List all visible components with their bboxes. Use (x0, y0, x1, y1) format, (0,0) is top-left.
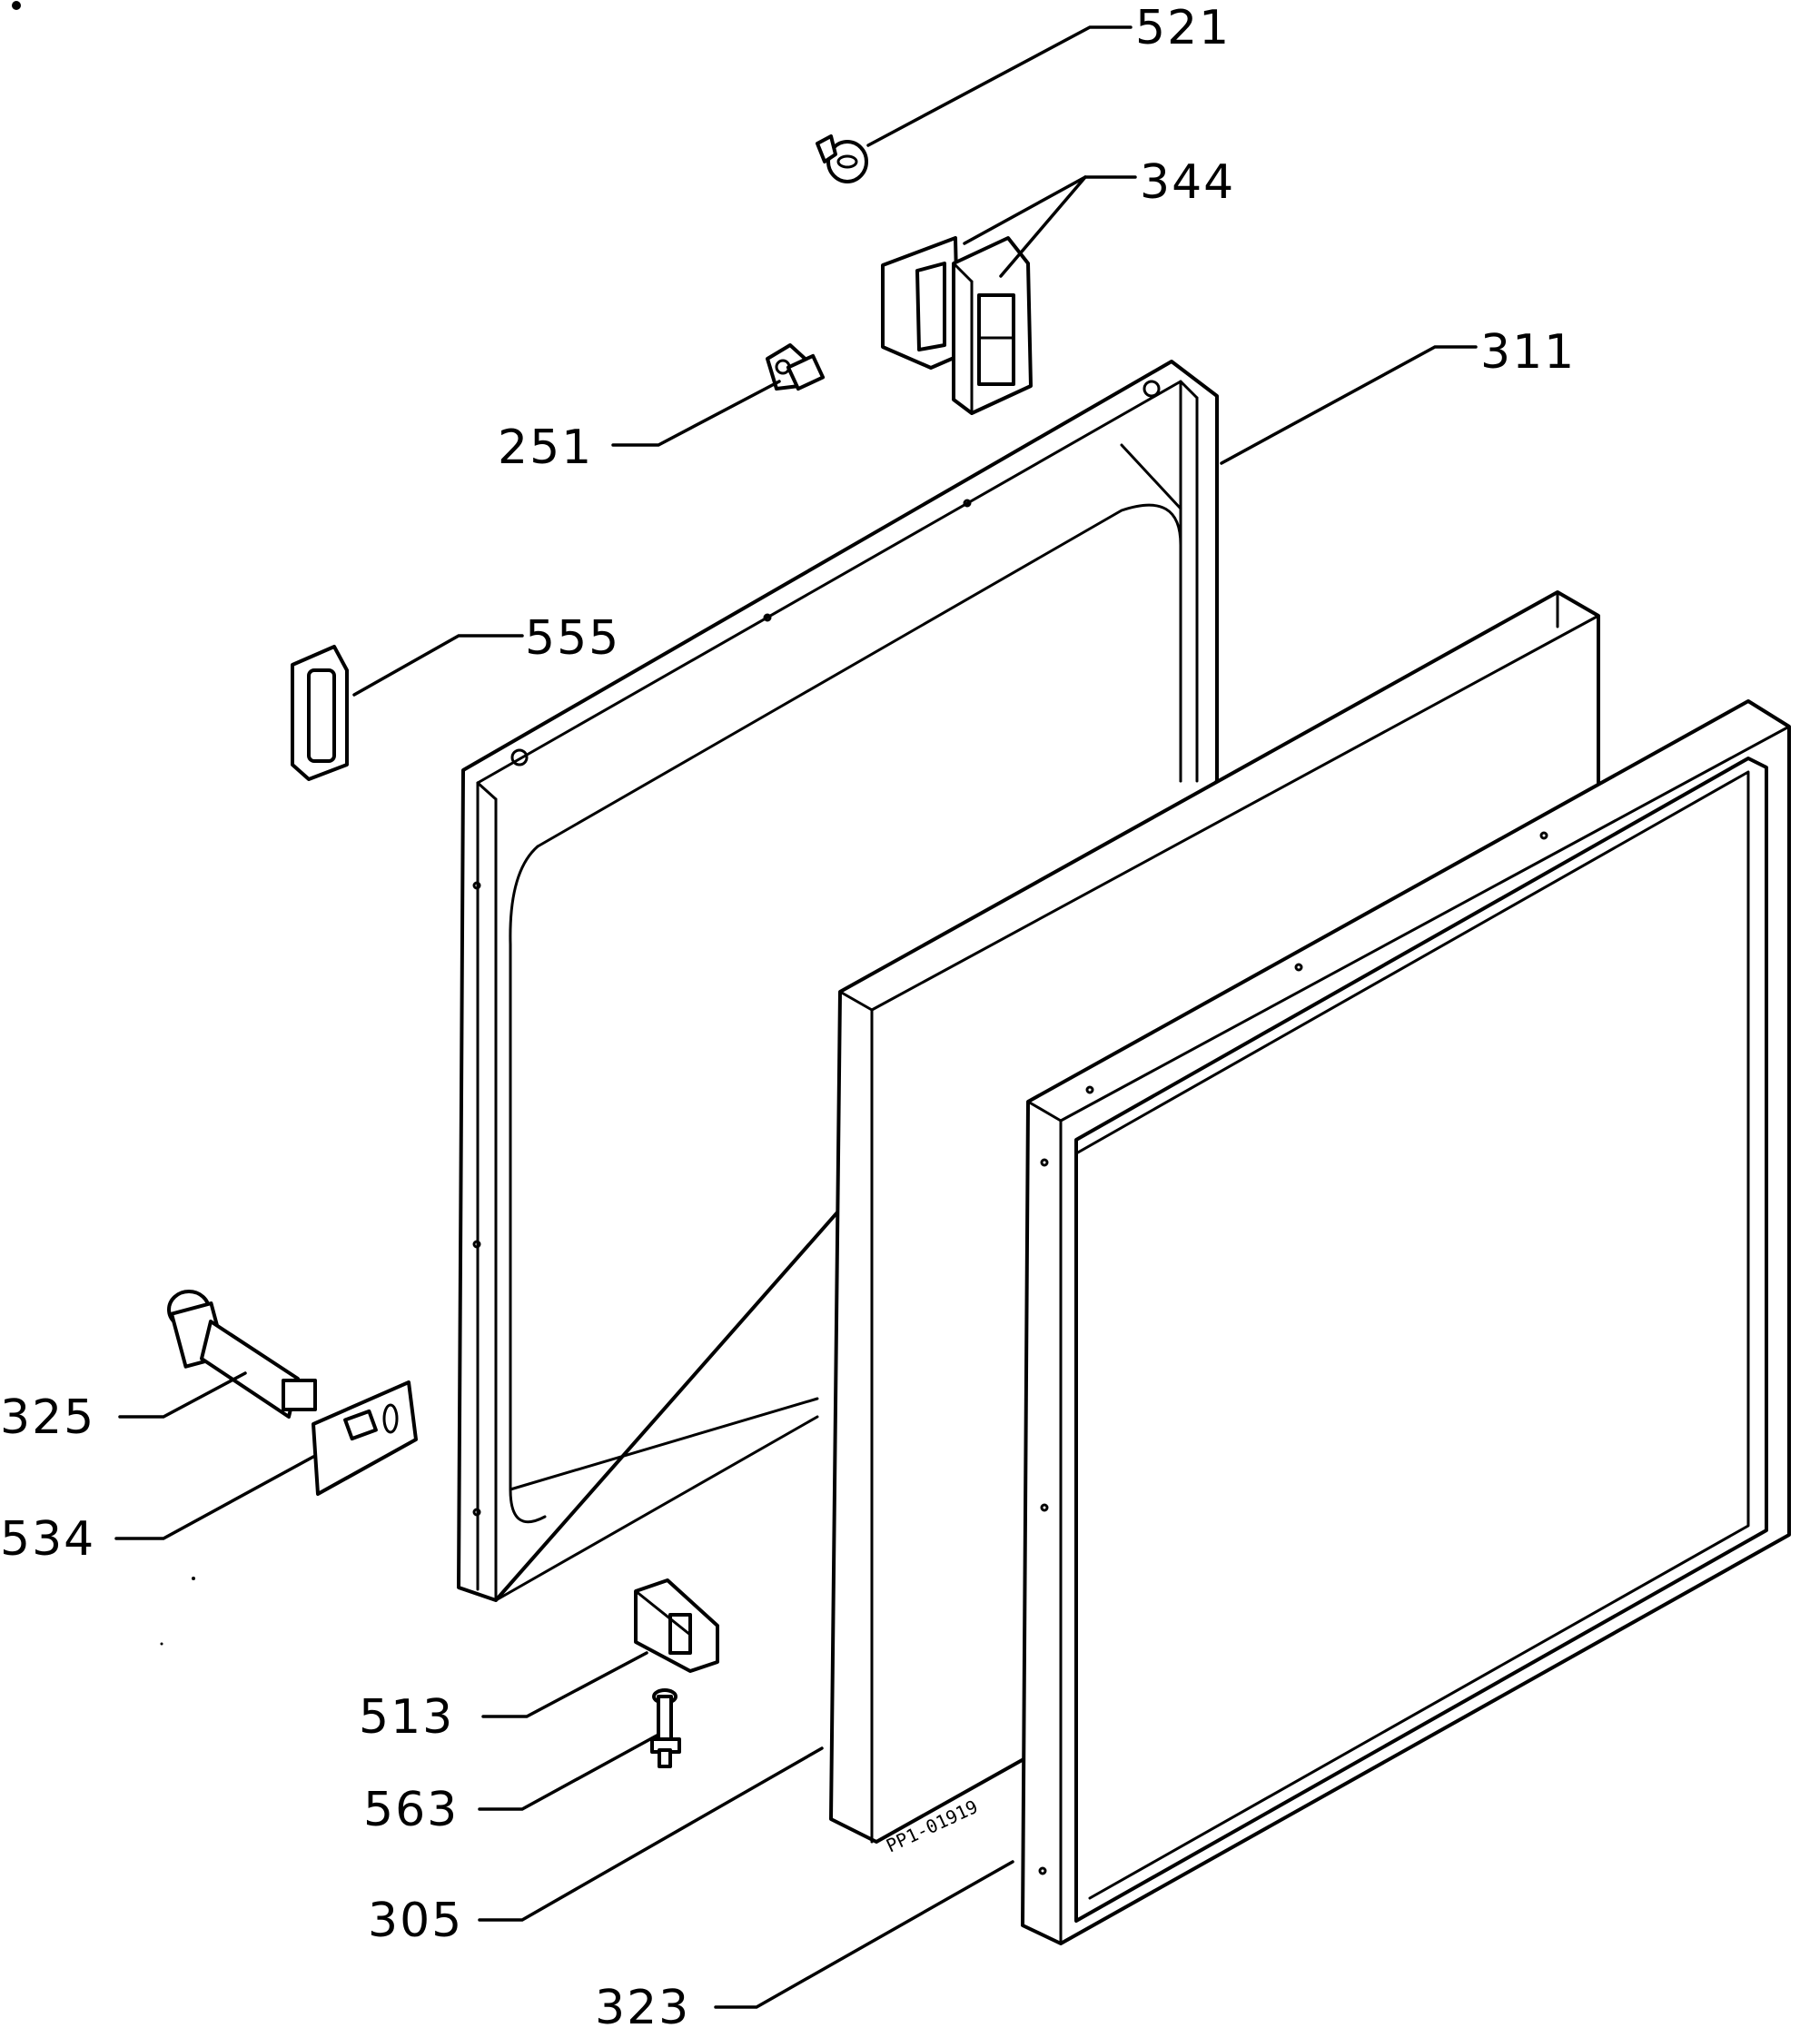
part-311-inner-door-frame (457, 360, 1219, 1602)
stray-dot (192, 1577, 195, 1580)
callout-323: 323 (595, 1981, 690, 2028)
stray-dot (160, 1642, 163, 1646)
part-563-bolt (650, 1688, 681, 1768)
part-325-lever (167, 1290, 317, 1419)
part-344-switch-assembly (881, 236, 1033, 415)
stray-dot (12, 1, 21, 10)
callout-labels: 521 344 311 251 555 325 534 513 563 305 … (0, 1, 1576, 2028)
callout-563: 563 (363, 1783, 459, 1837)
callout-534: 534 (0, 1512, 95, 1567)
part-555-clip (291, 645, 349, 781)
callout-513: 513 (359, 1690, 454, 1745)
callout-521: 521 (1135, 1, 1231, 55)
part-521-screw (816, 134, 868, 183)
callout-305: 305 (368, 1894, 463, 1948)
callout-325: 325 (0, 1390, 95, 1445)
part-251-bushing (766, 343, 826, 391)
part-323-front-door-frame (1021, 699, 1791, 1945)
part-534-strike-plate (312, 1380, 418, 1496)
leader-lines (114, 25, 1478, 2009)
callout-344: 344 (1140, 155, 1235, 210)
part-513-hinge-block (634, 1578, 719, 1673)
callout-555: 555 (525, 611, 620, 666)
callout-251: 251 (498, 420, 593, 475)
callout-311: 311 (1480, 325, 1576, 380)
